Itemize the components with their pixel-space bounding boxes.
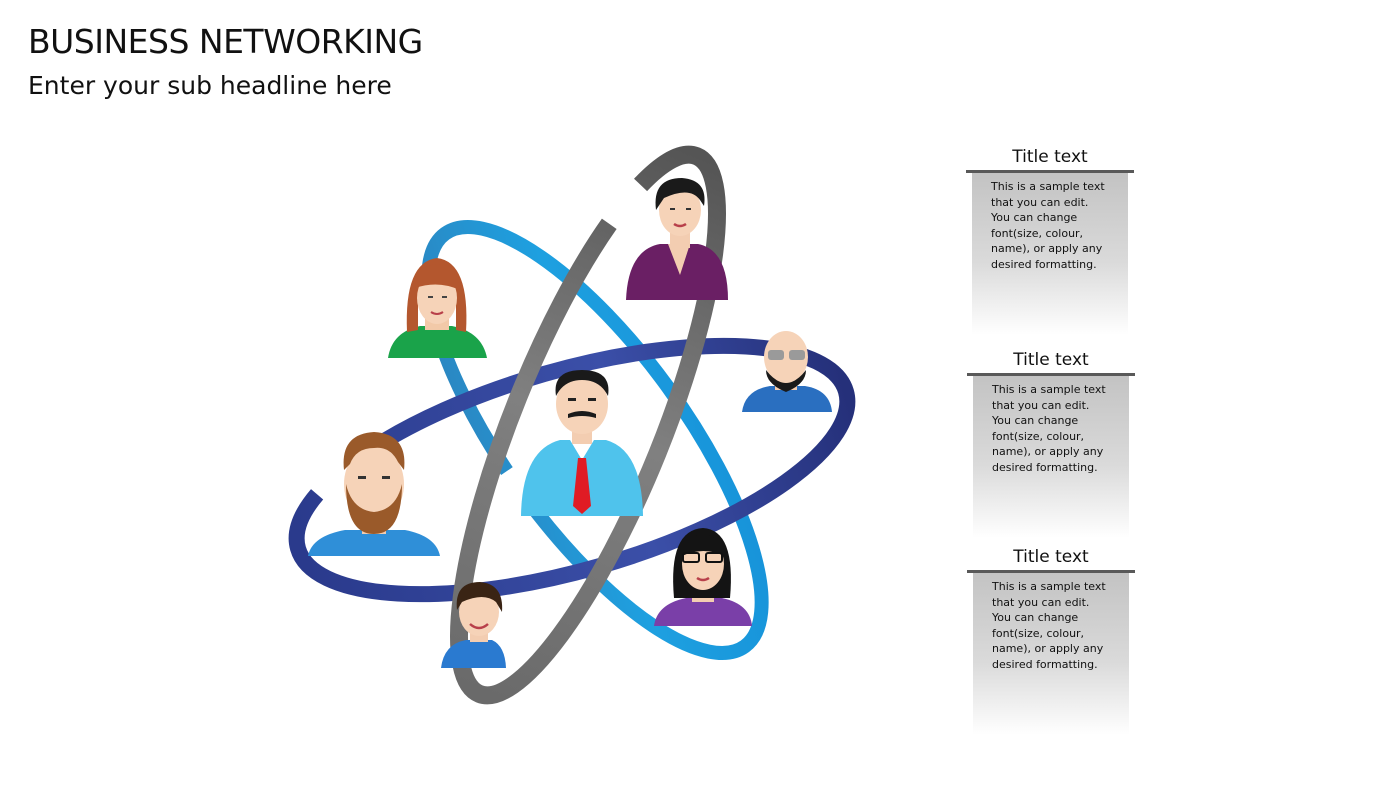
- info-panel-1: Title text This is a sample text that yo…: [966, 144, 1134, 335]
- panel-body: This is a sample text that you can edit.…: [973, 573, 1129, 735]
- woman-blue-shirt-icon: [441, 582, 506, 668]
- panel-divider: [967, 570, 1135, 573]
- panel-title: Title text: [1012, 147, 1088, 167]
- ring-cyan: [421, 220, 769, 660]
- bald-man-sunglasses-icon: [742, 331, 832, 412]
- woman-purple-blazer-icon: [626, 178, 728, 300]
- panel-title: Title text: [1013, 547, 1089, 567]
- panel-body: This is a sample text that you can edit.…: [973, 376, 1129, 538]
- ring-gray: [450, 145, 726, 705]
- info-panel-3: Title text This is a sample text that yo…: [967, 544, 1135, 735]
- woman-green-shirt-icon: [388, 258, 487, 358]
- slide-title: BUSINESS NETWORKING: [28, 22, 423, 61]
- man-red-tie-icon: [521, 370, 643, 516]
- panel-body: This is a sample text that you can edit.…: [972, 173, 1128, 335]
- woman-glasses-purple-icon: [654, 528, 752, 626]
- network-diagram: [288, 145, 856, 705]
- panel-divider: [966, 170, 1134, 173]
- slide-subtitle: Enter your sub headline here: [28, 71, 392, 100]
- panel-divider: [967, 373, 1135, 376]
- info-panel-2: Title text This is a sample text that yo…: [967, 347, 1135, 538]
- panel-title: Title text: [1013, 350, 1089, 370]
- bearded-man-icon: [308, 432, 440, 556]
